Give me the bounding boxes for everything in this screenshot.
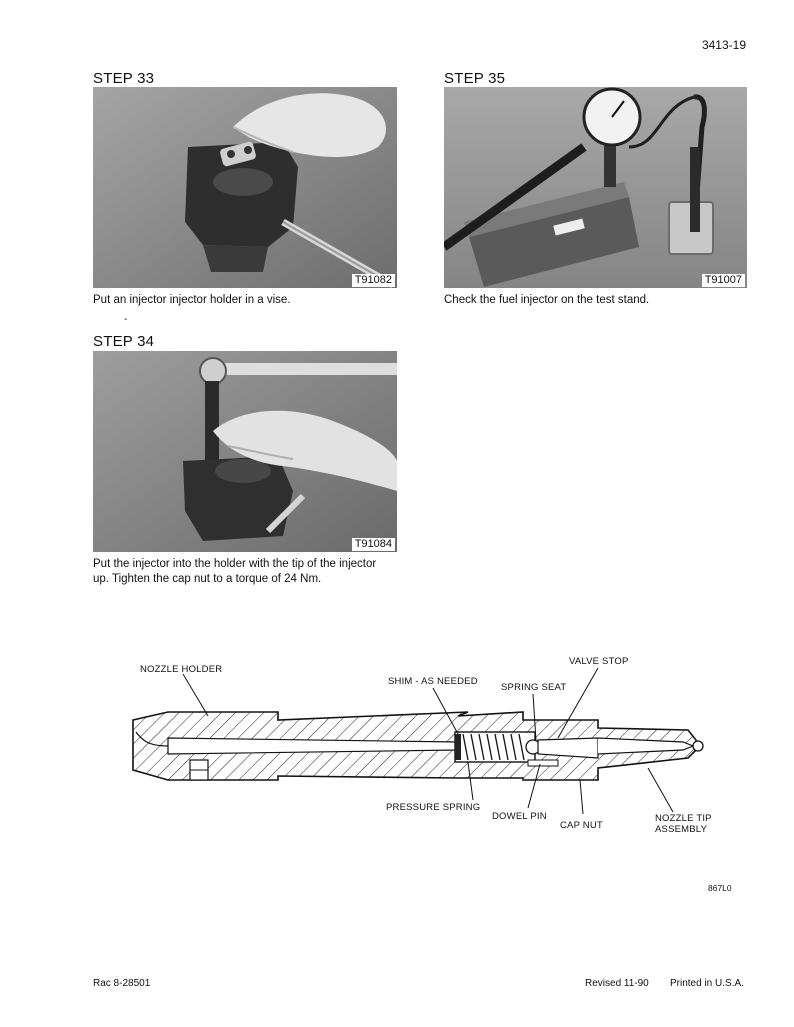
step-33-caption: Put an injector injector holder in a vis… [93,294,291,306]
step-33-title: STEP 33 [93,70,155,87]
label-cap-nut: CAP NUT [560,820,603,831]
step-33-photo-id: T91082 [351,274,395,287]
injector-cross-section-diagram: NOZZLE HOLDER SHIM - AS NEEDED SPRING SE… [128,650,728,850]
label-pressure-spring: PRESSURE SPRING [386,802,481,813]
stray-mark: - [124,314,128,325]
label-nozzle-tip-line-1: NOZZLE TIP [655,813,712,824]
label-spring-seat: SPRING SEAT [501,682,567,693]
figure-id: 867L0 [708,883,732,893]
step-34-photo-id: T91084 [351,538,395,551]
footer-doc-ref: Rac 8-28501 [93,978,151,989]
label-dowel-pin: DOWEL PIN [492,811,547,822]
step-34-caption-line-1: Put the injector into the holder with th… [93,558,377,570]
step-35-photo-id: T91007 [701,274,745,287]
label-shim: SHIM - AS NEEDED [388,676,478,687]
step-35-photo: T91007 [444,87,747,288]
step-33-photo: T91082 [93,87,397,288]
step-35-title: STEP 35 [444,70,506,87]
page-number: 3413-19 [701,38,746,52]
footer-printed: Printed in U.S.A. [670,978,744,989]
label-valve-stop: VALVE STOP [569,656,629,667]
step-35-caption: Check the fuel injector on the test stan… [444,294,650,306]
footer-revised: Revised 11-90 [585,978,649,989]
label-nozzle-tip-line-2: ASSEMBLY [655,824,708,835]
step-34-title: STEP 34 [93,333,155,350]
label-nozzle-holder: NOZZLE HOLDER [140,664,223,675]
step-34-caption-line-2: up. Tighten the cap nut to a torque of 2… [93,573,322,585]
step-34-photo: T91084 [93,351,397,552]
